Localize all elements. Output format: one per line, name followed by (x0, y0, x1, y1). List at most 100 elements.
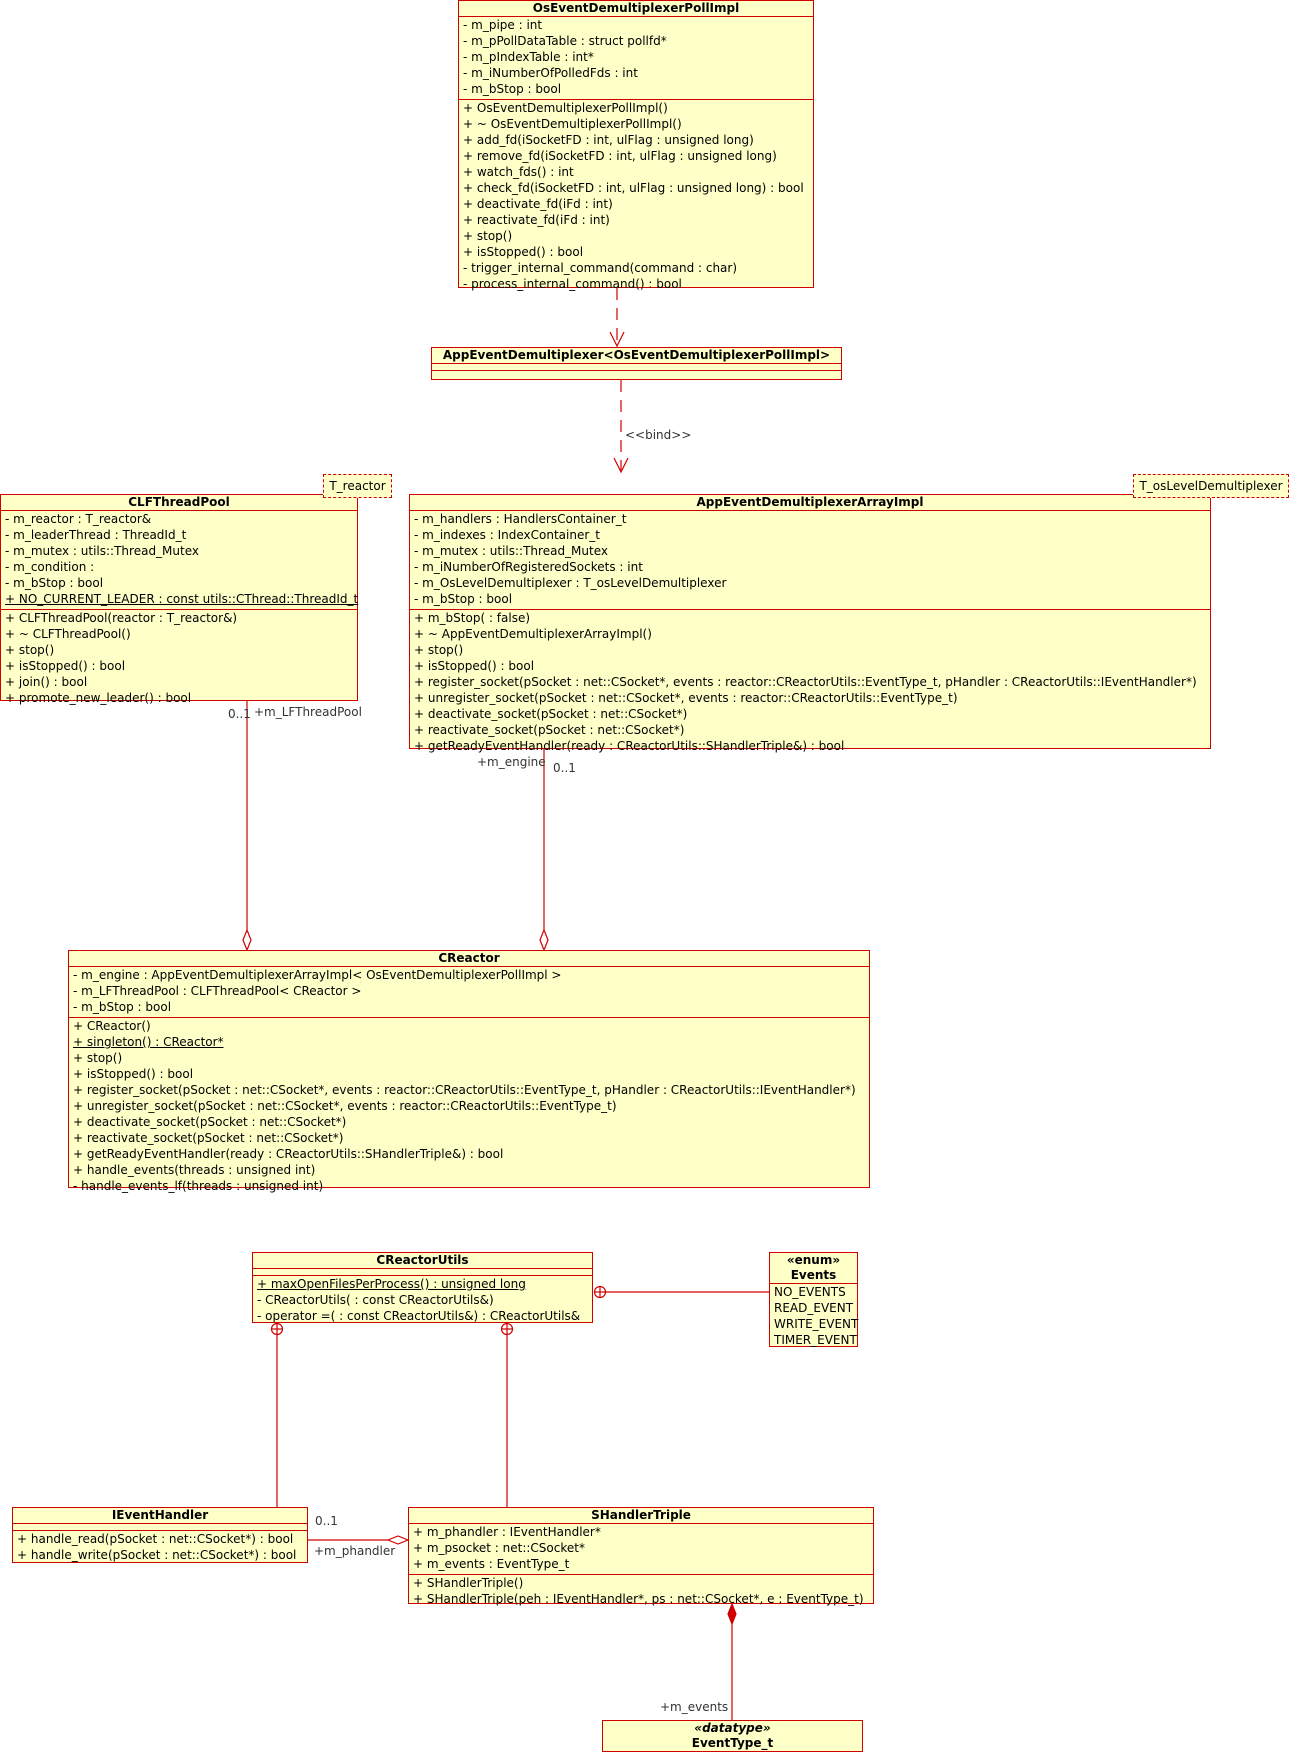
class-creactor-utils[interactable]: CReactorUtils + maxOpenFilesPerProcess()… (252, 1252, 593, 1323)
operation: + stop() (463, 229, 513, 243)
class-name: CReactor (438, 951, 500, 965)
attribute: - m_indexes : IndexContainer_t (414, 528, 600, 542)
attribute: - m_reactor : T_reactor& (5, 512, 152, 526)
static-attribute: + NO_CURRENT_LEADER : const utils::CThre… (5, 592, 359, 606)
engine-multiplicity: 0..1 (553, 761, 576, 775)
operation: + ~ AppEventDemultiplexerArrayImpl() (414, 627, 652, 641)
attributes-compartment (253, 1268, 592, 1275)
enum-literal: READ_EVENT (774, 1301, 854, 1315)
attribute: - m_leaderThread : ThreadId_t (5, 528, 187, 542)
attributes-compartment: - m_reactor : T_reactor& - m_leaderThrea… (1, 510, 359, 609)
class-clf-thread-pool[interactable]: CLFThreadPool - m_reactor : T_reactor& -… (0, 494, 359, 705)
attribute: - m_OsLevelDemultiplexer : T_osLevelDemu… (414, 576, 727, 590)
operation: + join() : bool (5, 675, 88, 689)
operation: + SHandlerTriple() (413, 1576, 524, 1590)
attribute: - m_iNumberOfRegisteredSockets : int (414, 560, 643, 574)
operation: + isStopped() : bool (463, 245, 584, 259)
enum-literal: TIMER_EVENT (774, 1333, 857, 1347)
attributes-compartment: - m_handlers : HandlersContainer_t - m_i… (410, 510, 1210, 609)
operation: + handle_events(threads : unsigned int) (73, 1163, 316, 1177)
operation: + stop() (73, 1051, 123, 1065)
class-shandler-triple[interactable]: SHandlerTriple + m_phandler : IEventHand… (408, 1507, 874, 1606)
attribute: - m_engine : AppEventDemultiplexerArrayI… (73, 968, 562, 982)
operation: + m_bStop( : false) (414, 611, 531, 625)
operation: + handle_write(pSocket : net::CSocket*) … (17, 1548, 297, 1562)
operations-compartment: + CReactor() + singleton() : CReactor* +… (69, 1017, 869, 1196)
attribute: - m_LFThreadPool : CLFThreadPool< CReact… (73, 984, 362, 998)
operation: + getReadyEventHandler(ready : CReactorU… (73, 1147, 504, 1161)
phandler-aggregation-diamond (386, 1535, 410, 1545)
attribute: - m_mutex : utils::Thread_Mutex (5, 544, 199, 558)
class-os-event-demultiplexer-poll-impl[interactable]: OsEventDemultiplexerPollImpl - m_pipe : … (458, 0, 814, 291)
enum-literals: NO_EVENTS READ_EVENT WRITE_EVENT TIMER_E… (770, 1283, 858, 1350)
engine-role: +m_engine (477, 755, 546, 769)
class-app-event-demultiplexer[interactable]: AppEventDemultiplexer<OsEventDemultiplex… (431, 347, 842, 380)
datatype-name: EventType_t (691, 1736, 774, 1750)
operations-compartment: + CLFThreadPool(reactor : T_reactor&) + … (1, 609, 357, 708)
operation: + isStopped() : bool (5, 659, 126, 673)
events-composition-diamond (727, 1602, 737, 1626)
operation: + ~ OsEventDemultiplexerPollImpl() (463, 117, 682, 131)
operation: + unregister_socket(pSocket : net::CSock… (73, 1099, 617, 1113)
operation: + deactivate_socket(pSocket : net::CSock… (73, 1115, 347, 1129)
lfthreadpool-multiplicity: 0..1 (228, 707, 251, 721)
enum-events[interactable]: «enum» Events NO_EVENTS READ_EVENT WRITE… (769, 1252, 858, 1347)
attribute: + m_psocket : net::CSocket* (413, 1541, 585, 1555)
attributes-compartment: + m_phandler : IEventHandler* + m_psocke… (409, 1523, 873, 1574)
operation: + reactivate_fd(iFd : int) (463, 213, 610, 227)
operation: - operator =( : const CReactorUtils&) : … (257, 1309, 581, 1323)
attribute: - m_pIndexTable : int* (463, 50, 594, 64)
class-name: IEventHandler (111, 1508, 209, 1522)
engine-aggregation-diamond (539, 928, 549, 952)
operation: + ~ CLFThreadPool() (5, 627, 131, 641)
class-name: AppEventDemultiplexer<OsEventDemultiplex… (442, 348, 831, 362)
operation: + reactivate_socket(pSocket : net::CSock… (414, 723, 685, 737)
events-role: +m_events (660, 1700, 729, 1714)
operation: + register_socket(pSocket : net::CSocket… (73, 1083, 856, 1097)
static-operation: + maxOpenFilesPerProcess() : unsigned lo… (257, 1277, 526, 1291)
class-name: CLFThreadPool (128, 495, 230, 509)
bind-label: <<bind>> (625, 428, 692, 442)
attributes-compartment (432, 363, 841, 370)
operation: + unregister_socket(pSocket : net::CSock… (414, 691, 958, 705)
operations-compartment (432, 370, 841, 377)
class-ievent-handler[interactable]: IEventHandler + handle_read(pSocket : ne… (12, 1507, 308, 1563)
phandler-multiplicity: 0..1 (315, 1514, 338, 1528)
attribute: - m_iNumberOfPolledFds : int (463, 66, 638, 80)
operation: - process_internal_command() : bool (463, 277, 682, 291)
class-name: OsEventDemultiplexerPollImpl (532, 1, 740, 15)
operation: + register_socket(pSocket : net::CSocket… (414, 675, 1197, 689)
operation: + SHandlerTriple(peh : IEventHandler*, p… (413, 1592, 864, 1606)
operation: + deactivate_socket(pSocket : net::CSock… (414, 707, 688, 721)
operation: - handle_events_lf(threads : unsigned in… (73, 1179, 324, 1193)
class-creactor[interactable]: CReactor - m_engine : AppEventDemultiple… (68, 950, 870, 1193)
enum-name: Events (790, 1268, 837, 1282)
dependency-arrowhead (609, 331, 625, 348)
attribute: + m_phandler : IEventHandler* (413, 1525, 601, 1539)
operation: + stop() (414, 643, 464, 657)
class-name: CReactorUtils (376, 1253, 469, 1267)
enum-literal: NO_EVENTS (774, 1285, 846, 1299)
class-name: AppEventDemultiplexerArrayImpl (696, 495, 924, 509)
attributes-compartment: - m_engine : AppEventDemultiplexerArrayI… (69, 966, 869, 1017)
operation: + CLFThreadPool(reactor : T_reactor&) (5, 611, 238, 625)
attribute: - m_handlers : HandlersContainer_t (414, 512, 627, 526)
datatype-event-type-t[interactable]: «datatype» EventType_t (602, 1720, 863, 1752)
class-app-event-demultiplexer-array-impl[interactable]: AppEventDemultiplexerArrayImpl - m_handl… (409, 494, 1211, 753)
lfthreadpool-aggregation-diamond (242, 928, 252, 952)
attribute: - m_bStop : bool (463, 82, 562, 96)
stereotype-label: «datatype» (694, 1721, 771, 1735)
attribute: - m_bStop : bool (5, 576, 104, 590)
operations-compartment: + maxOpenFilesPerProcess() : unsigned lo… (253, 1275, 592, 1326)
operations-compartment: + OsEventDemultiplexerPollImpl() + ~ OsE… (459, 99, 813, 294)
operation: + deactivate_fd(iFd : int) (463, 197, 613, 211)
attribute: - m_mutex : utils::Thread_Mutex (414, 544, 608, 558)
operations-compartment: + handle_read(pSocket : net::CSocket*) :… (13, 1530, 307, 1565)
operations-compartment: + m_bStop( : false) + ~ AppEventDemultip… (410, 609, 1210, 756)
operation: + stop() (5, 643, 55, 657)
attribute: - m_pPollDataTable : struct pollfd* (463, 34, 667, 48)
operation: + getReadyEventHandler(ready : CReactorU… (414, 739, 845, 753)
operation: + isStopped() : bool (73, 1067, 194, 1081)
operation: + promote_new_leader() : bool (5, 691, 192, 705)
